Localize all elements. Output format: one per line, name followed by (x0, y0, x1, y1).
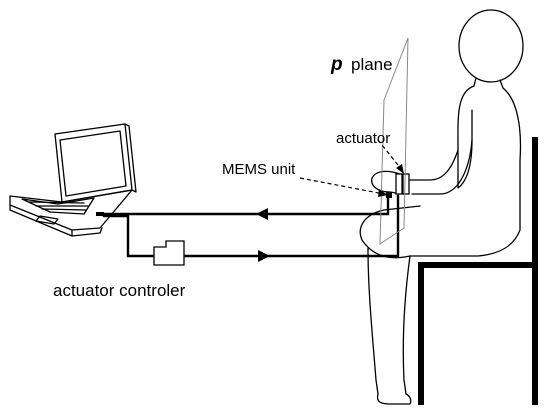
controller-box-icon (153, 240, 185, 266)
actuator-label: actuator (336, 130, 390, 147)
actuator-controller-label: actuator controler (53, 281, 186, 300)
mems-unit-box (386, 192, 392, 198)
p-symbol-label: p (330, 54, 343, 75)
arrow-left (256, 208, 268, 220)
signal-cable-top (102, 194, 390, 216)
signal-cable-bottom (102, 194, 400, 258)
arrow-right (258, 250, 270, 262)
actuator-leader-head (396, 164, 404, 174)
seated-person (359, 9, 524, 405)
actuator-band (395, 173, 410, 195)
mems-leader (299, 177, 385, 195)
mems-leader-head (378, 189, 388, 197)
chair (418, 137, 538, 405)
laptop-icon (9, 123, 137, 237)
plane-label: plane (351, 55, 393, 74)
mems-unit-label: MEMS unit (222, 161, 296, 178)
